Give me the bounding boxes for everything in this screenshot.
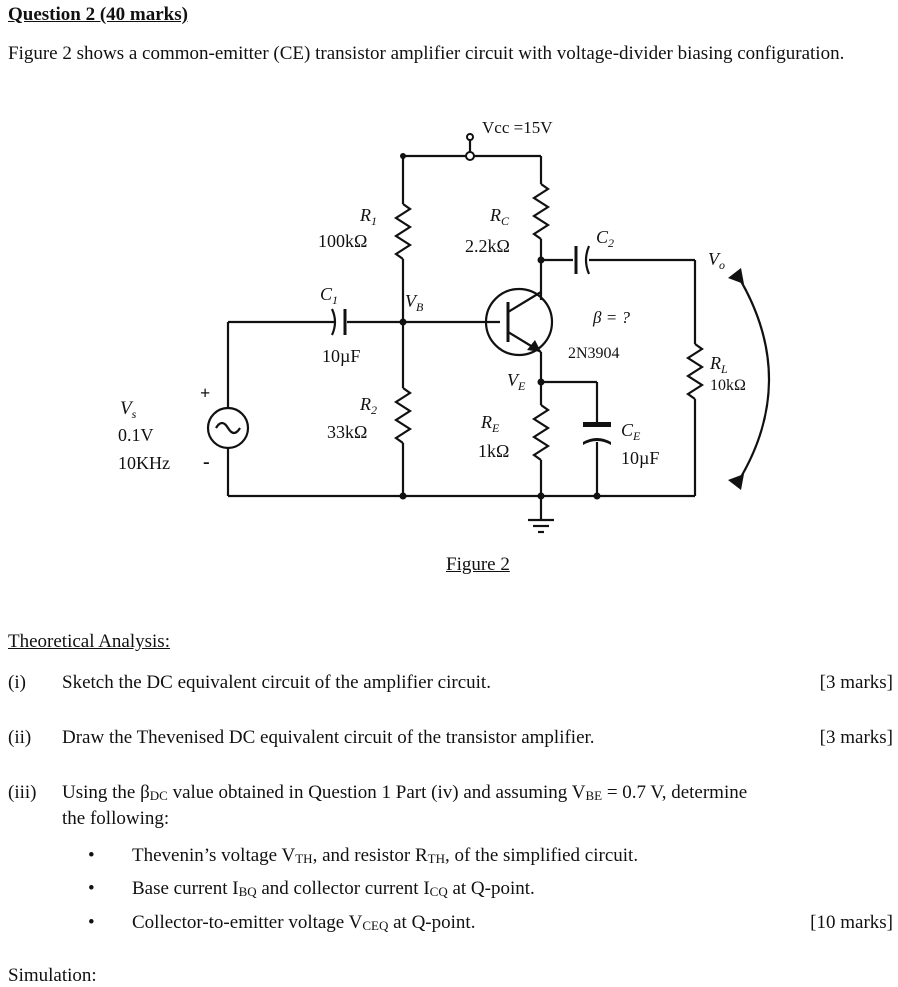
r2-resistor: [393, 387, 413, 444]
question-text-line2: the following:: [62, 808, 170, 829]
marks-label: [3 marks]: [819, 672, 893, 693]
bullet-dot: •: [88, 878, 95, 899]
emitter-arrow: [527, 340, 541, 352]
bullet-dot: •: [88, 912, 95, 933]
svg-text:Vs: Vs: [120, 398, 137, 421]
svg-text:VB: VB: [405, 291, 424, 314]
vs-frequency: 10KHz: [118, 453, 170, 473]
svg-text:Vo: Vo: [708, 249, 725, 272]
ce-value: 10µF: [621, 448, 659, 468]
svg-text:RE: RE: [480, 412, 500, 435]
svg-text:C1: C1: [320, 284, 338, 307]
ac-source-wave: [215, 421, 241, 435]
marks-label: [3 marks]: [819, 727, 893, 748]
question-number: (ii): [8, 727, 32, 748]
re-resistor: [531, 404, 551, 461]
rl-resistor: [685, 343, 705, 400]
svg-text:RL: RL: [709, 353, 728, 376]
c1-value: 10µF: [322, 346, 360, 366]
svg-text:C2: C2: [596, 227, 614, 250]
svg-text:VE: VE: [507, 370, 526, 393]
question-text: Using the βDC value obtained in Question…: [62, 782, 748, 803]
svg-text:+: +: [200, 383, 210, 403]
bullet-item: Thevenin’s voltage VTH, and resistor RTH…: [132, 845, 639, 866]
svg-text:RC: RC: [489, 205, 510, 228]
ac-source-circle: [206, 406, 250, 450]
figure-caption: Figure 2: [446, 554, 510, 575]
bullet-item: Collector-to-emitter voltage VCEQ at Q-p…: [132, 912, 476, 933]
c1-plate-curved: [330, 308, 337, 336]
ce-plate-curved: [583, 438, 611, 445]
simulation-heading: Simulation:: [8, 965, 97, 986]
ce-plate: [583, 422, 611, 427]
circuit-diagram: Vcc =15V R1 100kΩ RC 2.2kΩ C2 C1 10µF VB…: [118, 118, 771, 534]
question-number: (i): [8, 672, 26, 693]
question-text: Sketch the DC equivalent circuit of the …: [62, 672, 491, 693]
re-value: 1kΩ: [478, 441, 509, 461]
intro-paragraph: Figure 2 shows a common-emitter (CE) tra…: [8, 43, 845, 64]
svg-text:R1: R1: [359, 205, 377, 228]
question-text: Draw the Thevenised DC equivalent circui…: [62, 727, 595, 748]
question-number: (iii): [8, 782, 37, 803]
r1-resistor: [393, 203, 413, 260]
r2-value: 33kΩ: [327, 422, 367, 442]
bullet-item: Base current IBQ and collector current I…: [132, 878, 535, 899]
vcc-label: Vcc =15V: [482, 118, 553, 137]
transistor-circle: [484, 287, 554, 357]
c2-plate-curved: [584, 245, 591, 275]
svg-text:-: -: [203, 451, 210, 473]
rl-value: 10kΩ: [710, 377, 746, 394]
rc-value: 2.2kΩ: [465, 236, 510, 256]
svg-text:CE: CE: [621, 420, 641, 443]
bullet-dot: •: [88, 845, 95, 866]
vo-arrow: [737, 275, 771, 483]
svg-text:R2: R2: [359, 394, 377, 417]
vs-amplitude: 0.1V: [118, 425, 154, 445]
marks-label: [10 marks]: [810, 912, 893, 933]
rc-resistor: [531, 183, 551, 240]
question-heading: Question 2 (40 marks): [8, 4, 188, 25]
r1-value: 100kΩ: [318, 231, 367, 251]
section-title: Theoretical Analysis:: [8, 631, 170, 652]
beta-label: β = ?: [592, 308, 630, 327]
transistor-label: 2N3904: [568, 345, 620, 362]
